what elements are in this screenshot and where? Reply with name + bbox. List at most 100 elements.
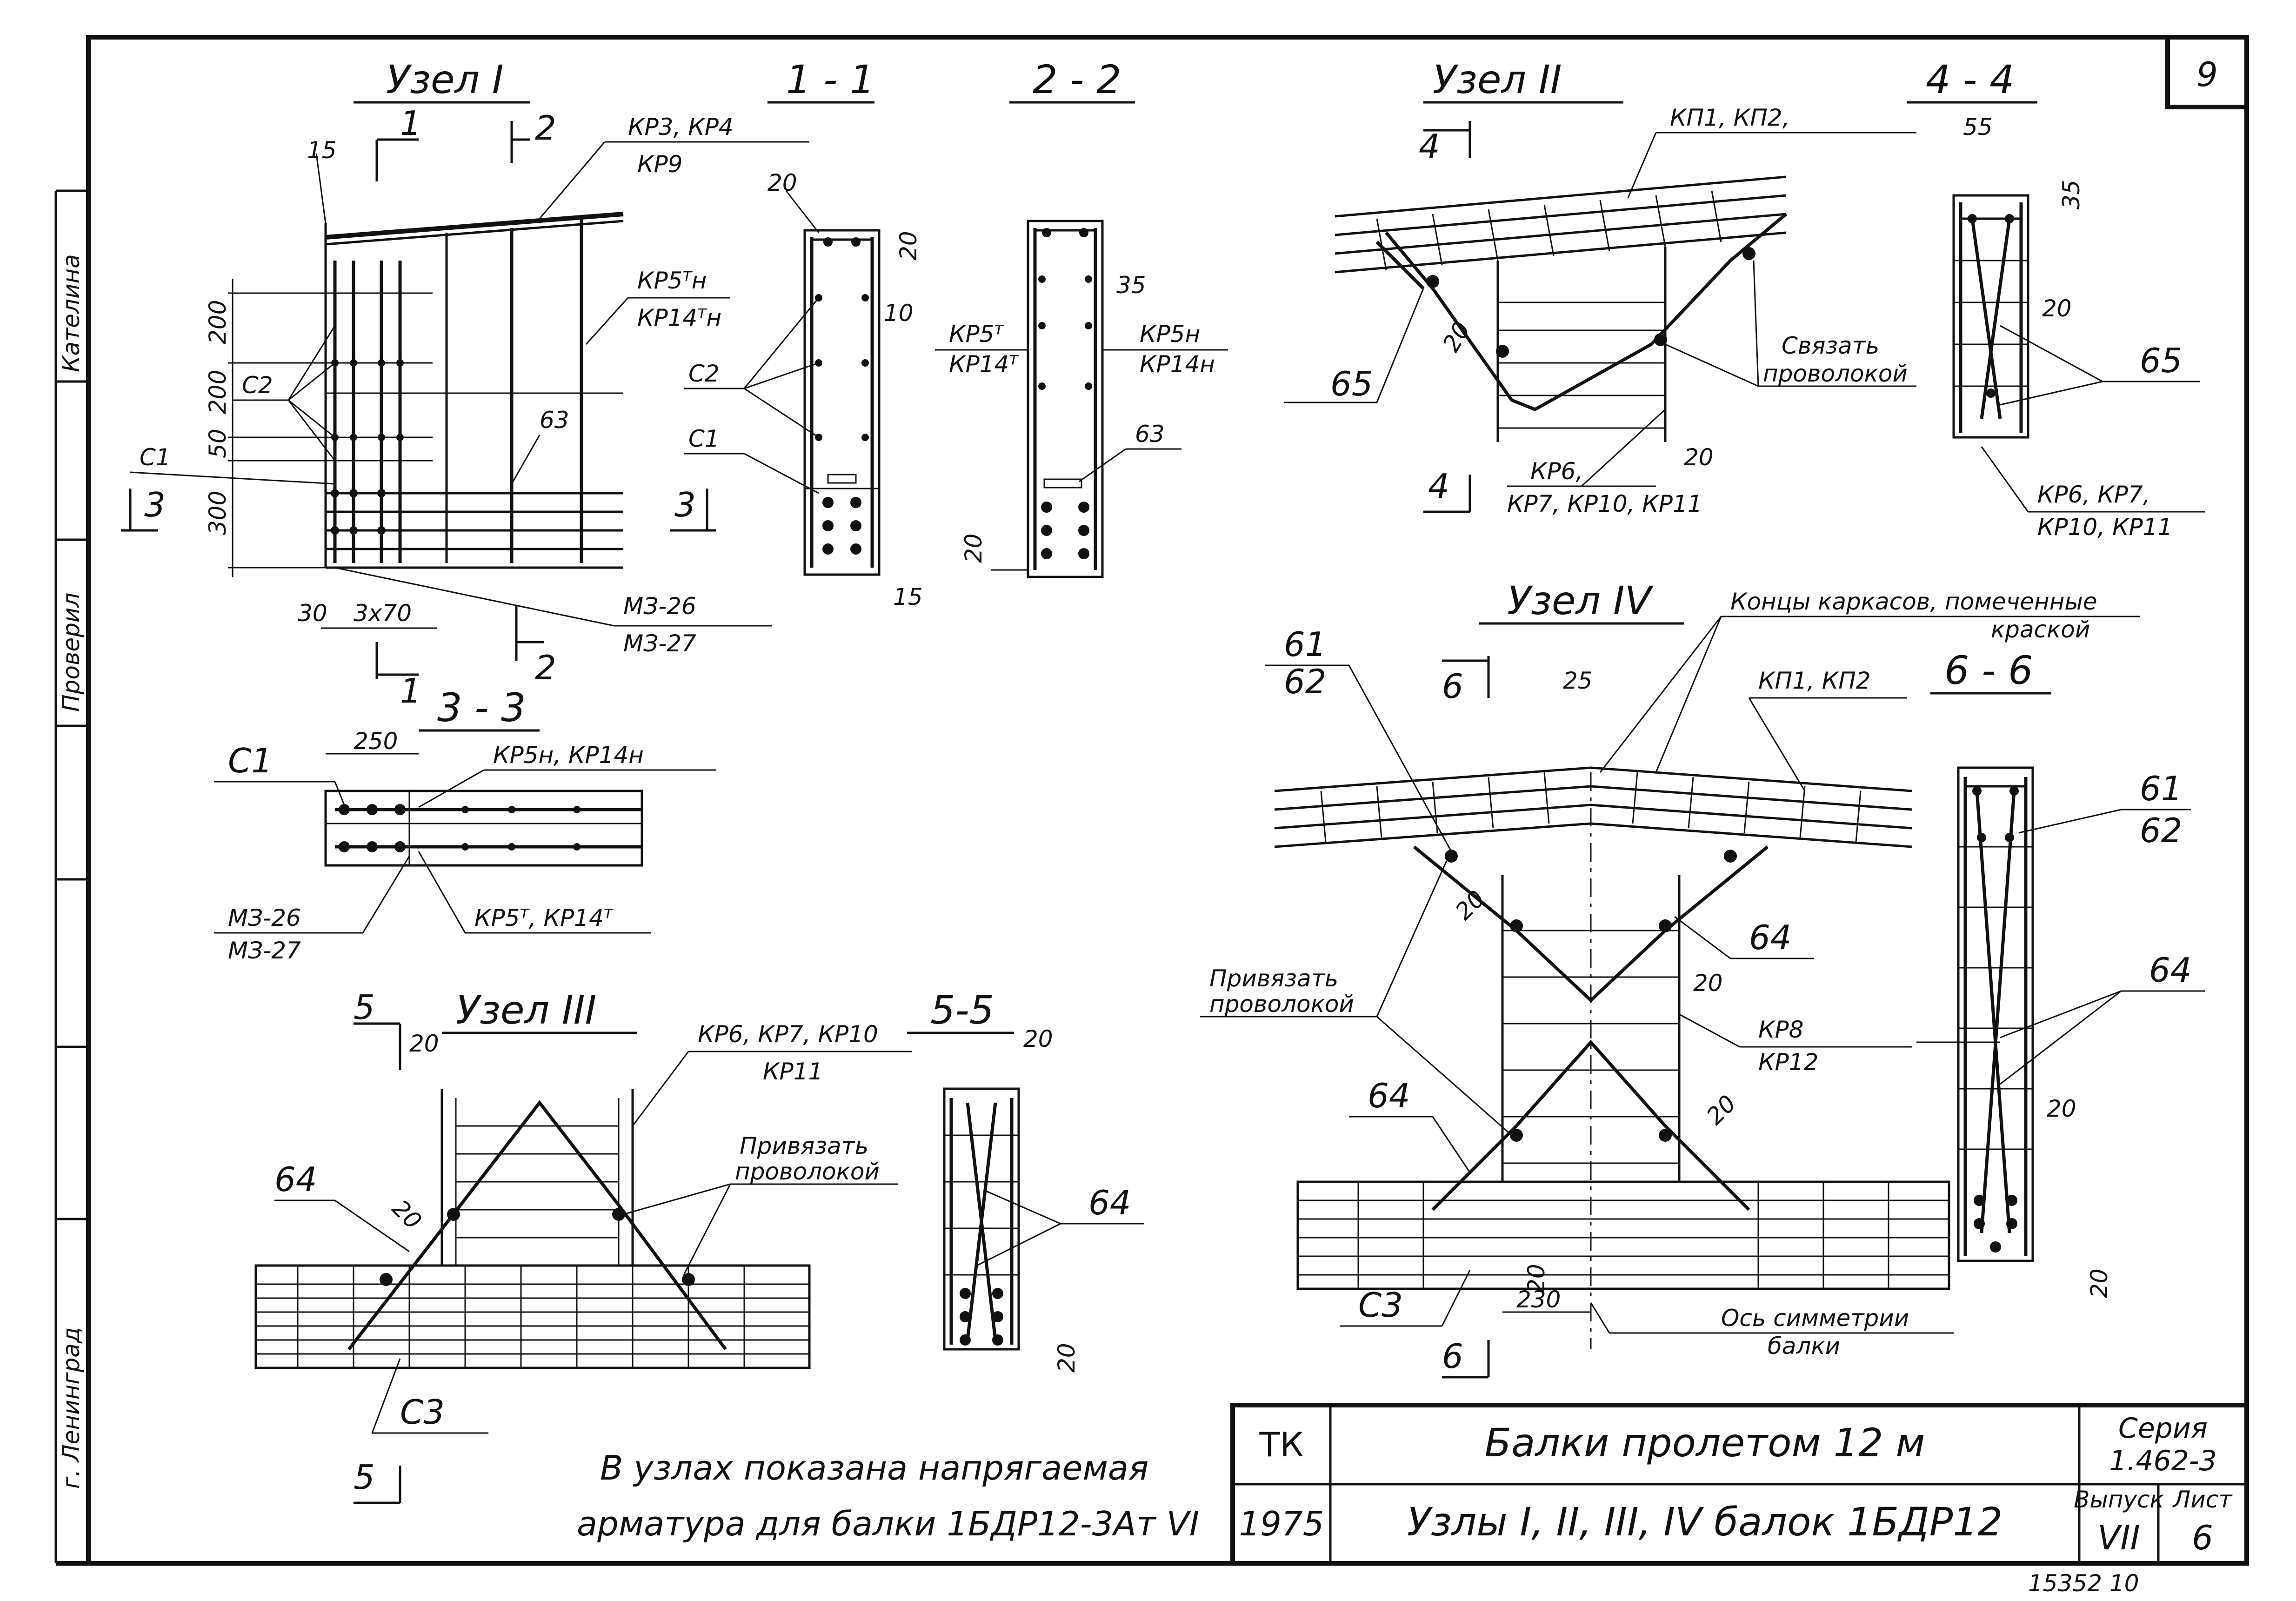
dim-200b: 200 xyxy=(204,370,231,414)
tb-seria-label: Серия xyxy=(2118,1412,2208,1445)
note: В узлах показана напрягаемая арматура дл… xyxy=(577,1448,1199,1543)
s33-label-mz26: МЗ-26 xyxy=(228,904,301,931)
n4-label-provolokoy: проволокой xyxy=(1209,991,1354,1018)
s11-dim-15: 15 xyxy=(893,583,923,610)
stamp-leningrad: г. Ленинград xyxy=(58,1327,85,1489)
s44-dim-35: 35 xyxy=(2058,180,2085,209)
s66-dim-20b: 20 xyxy=(2086,1268,2113,1298)
tb-year: 1975 xyxy=(1239,1504,1324,1543)
dim-30: 30 xyxy=(298,600,327,627)
node3-cut-bottom: 5 xyxy=(354,1458,375,1497)
section44-title: 4 - 4 xyxy=(1926,57,2015,102)
stamp-katelina: Кателина xyxy=(58,254,85,372)
s66-label-61: 61 xyxy=(2140,769,2183,808)
section-1-1: 1 - 1 20 20 10 15 С2 С1 xyxy=(684,57,923,610)
s22-dim-35: 35 xyxy=(1116,272,1146,299)
n3-label-privyazat: Привязать xyxy=(740,1132,868,1159)
n4-label-c3: С3 xyxy=(1358,1286,1403,1325)
stamp-proveril: Проверил xyxy=(58,593,85,712)
s33-dim-250: 250 xyxy=(354,728,398,755)
cut-3-left: 3 xyxy=(144,485,166,524)
label-kr3-kr4: КР3, КР4 xyxy=(628,114,734,141)
n2-label-svyazat: Связать xyxy=(1782,332,1879,359)
s55-dim-20b: 20 xyxy=(1053,1343,1080,1373)
tb-list-value: 6 xyxy=(2192,1518,2213,1557)
node2-cut-top: 4 xyxy=(1419,127,1440,166)
n3-label-provolokoy: проволокой xyxy=(735,1158,880,1185)
note-line2: арматура для балки 1БДР12-3Ат VI xyxy=(577,1504,1199,1543)
section22-title: 2 - 2 xyxy=(1033,57,1121,102)
s11-dim-10: 10 xyxy=(884,300,914,327)
title-block xyxy=(1230,1403,2249,1566)
dim-15: 15 xyxy=(307,137,337,164)
label-kr9: КР9 xyxy=(637,151,682,178)
n4-dim-20d: 20 xyxy=(1523,1264,1550,1293)
dim-50: 50 xyxy=(204,429,231,458)
n4-label-privyazat: Привязать xyxy=(1209,965,1338,992)
n2-label-kp: КП1, КП2, xyxy=(1670,104,1790,131)
node2-title: Узел II xyxy=(1433,57,1562,102)
n3-label-c3: С3 xyxy=(400,1393,445,1432)
node3-cut-top: 5 xyxy=(354,988,375,1027)
s33-label-c1: С1 xyxy=(228,741,273,780)
label-kr14th: КР14ᵀн xyxy=(637,304,721,331)
n4-label-ends1: Концы каркасов, помеченные xyxy=(1730,588,2097,615)
n2-label-kr7: КР7, КР10, КР11 xyxy=(1507,490,1702,517)
node4-cut-top: 6 xyxy=(1442,667,1463,706)
node1-title: Узел I xyxy=(386,57,504,102)
section-2-2: 2 - 2 КР5ᵀ КР14ᵀ КР5н КР14н 35 63 20 xyxy=(935,57,1228,578)
s22-label-63: 63 xyxy=(1135,421,1165,448)
section33-title: 3 - 3 xyxy=(437,685,526,730)
n4-dim-25: 25 xyxy=(1563,667,1593,694)
n4-label-ends2: краской xyxy=(1991,616,2090,643)
s33-label-kr5t: КР5ᵀ, КР14ᵀ xyxy=(474,904,614,931)
section-4-4: 4 - 4 55 35 20 65 КР6, КР7, КР10, КР11 xyxy=(1907,57,2205,541)
cut-3-right: 3 xyxy=(674,485,696,524)
tb-vypusk-label: Выпуск xyxy=(2074,1486,2164,1513)
s66-label-64: 64 xyxy=(2149,951,2192,990)
s44-dim-20: 20 xyxy=(2042,295,2072,322)
bottom-code: 15352 10 xyxy=(2028,1570,2139,1597)
n4-dim-230: 230 xyxy=(1516,1286,1561,1313)
n4-label-64-left: 64 xyxy=(1368,1076,1410,1115)
s22-dim-20: 20 xyxy=(960,533,987,563)
n2-dim-20b: 20 xyxy=(1684,444,1714,471)
n2-label-kr6: КР6, xyxy=(1530,458,1583,485)
section11-title: 1 - 1 xyxy=(786,57,875,102)
s22-label-kr14n: КР14н xyxy=(1140,351,1215,378)
tb-tk: ТК xyxy=(1259,1425,1303,1464)
label-c1: С1 xyxy=(140,444,171,471)
section-6-6: 6 - 6 61 62 64 20 20 xyxy=(1916,648,2205,1298)
label-mz26: МЗ-26 xyxy=(623,593,696,620)
tb-seria-value: 1.462-3 xyxy=(2109,1445,2217,1477)
section66-title: 6 - 6 xyxy=(1944,648,2033,693)
tb-title: Балки пролетом 12 м xyxy=(1484,1420,1925,1466)
node3-title: Узел III xyxy=(456,987,596,1033)
cut-2-bottom: 2 xyxy=(535,648,556,687)
tb-list-label: Лист xyxy=(2172,1486,2233,1513)
node4-cut-bottom: 6 xyxy=(1442,1337,1463,1376)
s11-dim-20a: 20 xyxy=(768,169,797,196)
section-5-5: 5-5 64 20 20 xyxy=(907,987,1144,1373)
label-63: 63 xyxy=(540,407,569,434)
tb-vypusk-value: VII xyxy=(2097,1518,2140,1557)
node-2: Узел II 4 4 КП1, КП2, 65 Связать проволо… xyxy=(1284,57,1916,517)
n4-label-kr12: КР12 xyxy=(1758,1049,1818,1076)
s33-label-kr5n: КР5н, КР14н xyxy=(493,742,644,769)
n4-label-kr8: КР8 xyxy=(1758,1016,1803,1043)
s44-label-65: 65 xyxy=(2140,341,2183,380)
tb-subtitle: Узлы I, II, III, IV балок 1БДР12 xyxy=(1407,1499,2002,1545)
s55-label-64: 64 xyxy=(1088,1183,1131,1222)
n3-dim-20b: 20 xyxy=(387,1194,427,1234)
n4-dim-20b: 20 xyxy=(1693,970,1723,997)
sheet-number: 9 xyxy=(2196,55,2218,94)
s66-label-62: 62 xyxy=(2140,811,2183,850)
n4-label-64-right: 64 xyxy=(1749,918,1792,957)
section55-title: 5-5 xyxy=(930,987,994,1033)
label-mz27: МЗ-27 xyxy=(623,630,696,657)
n3-dim-20a: 20 xyxy=(409,1030,439,1057)
note-line1: В узлах показана напрягаемая xyxy=(600,1448,1148,1487)
s55-dim-20a: 20 xyxy=(1023,1025,1053,1052)
